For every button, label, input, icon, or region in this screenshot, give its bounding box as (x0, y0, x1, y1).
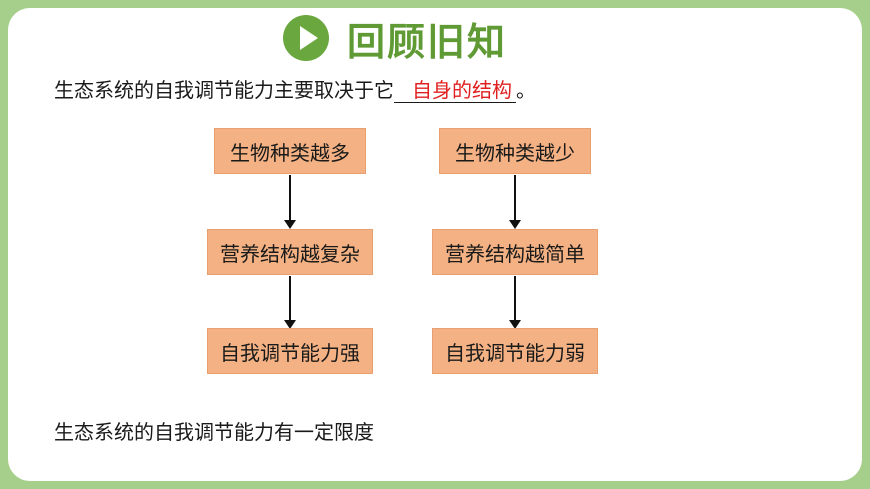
flow-right-arrow-2 (509, 276, 521, 329)
statement: 生态系统的自我调节能力主要取决于它自身的结构。 (54, 74, 536, 103)
flow-right-step-3: 自我调节能力弱 (432, 328, 598, 374)
flow-left-arrow-2 (284, 276, 296, 329)
flow-right-step-1: 生物种类越少 (439, 128, 591, 174)
flow-right-step-2: 营养结构越简单 (432, 229, 598, 275)
play-icon (283, 15, 329, 61)
flow-left-step-2: 营养结构越复杂 (207, 229, 373, 275)
flow-right-arrow-1 (509, 175, 521, 229)
conclusion-note: 生态系统的自我调节能力有一定限度 (54, 420, 374, 444)
flow-left-step-3: 自我调节能力强 (207, 328, 373, 374)
page-title: 回顾旧知 (347, 19, 508, 64)
flow-left-arrow-1 (284, 175, 296, 229)
statement-suffix: 。 (516, 78, 536, 102)
statement-answer: 自身的结构 (394, 78, 516, 103)
statement-prefix: 生态系统的自我调节能力主要取决于它 (54, 78, 394, 102)
flow-left-step-1: 生物种类越多 (214, 128, 366, 174)
title-bar: 回顾旧知 (283, 12, 507, 64)
